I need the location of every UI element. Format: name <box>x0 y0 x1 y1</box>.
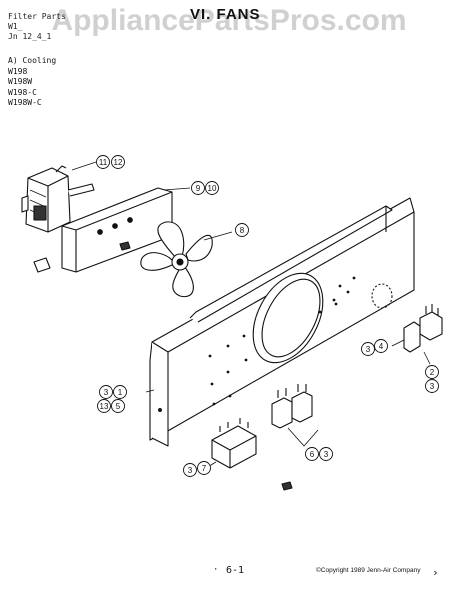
main-panel <box>149 197 415 447</box>
clip-part <box>33 257 51 273</box>
fan-motor <box>21 165 95 233</box>
header-line-2: W1_ <box>8 22 23 31</box>
model-list: A) Cooling W198 W198W W198-C W198W-C <box>8 56 56 109</box>
model-item: W198W-C <box>8 98 42 107</box>
callout-11: 11 <box>99 158 108 167</box>
callout-3: 3 <box>430 382 435 391</box>
callout-10: 10 <box>208 184 217 193</box>
copyright: ©Copyright 1989 Jenn-Air Company <box>316 567 421 574</box>
callout-12: 12 <box>114 158 123 167</box>
callout-5: 5 <box>116 402 121 411</box>
callout-3: 3 <box>104 388 109 397</box>
header-line-3: Jn 12_4_1 <box>8 32 52 41</box>
callout-3: 3 <box>324 450 329 459</box>
screw-part <box>281 481 293 491</box>
corner-mark: › <box>432 566 439 579</box>
callout-4: 4 <box>379 342 384 351</box>
callout-13: 13 <box>100 402 109 411</box>
fan-blade <box>140 221 213 298</box>
relay <box>211 418 257 469</box>
model-item: W198 <box>8 66 28 76</box>
callout-9: 9 <box>196 184 201 193</box>
callout-1: 1 <box>118 388 123 397</box>
callout-3: 3 <box>188 466 193 475</box>
page-title: VI. FANS <box>190 6 261 23</box>
footer-tick: · <box>213 565 219 575</box>
callout-7: 7 <box>202 464 207 473</box>
callout-3: 3 <box>366 345 371 354</box>
nut-part <box>119 241 131 251</box>
page-number: 6-1 <box>226 565 245 576</box>
connector-right <box>403 304 443 353</box>
callout-2: 2 <box>430 368 435 377</box>
header-line-1: Filter Parts <box>8 12 66 21</box>
connector-pair <box>271 384 313 429</box>
model-section: A) Cooling <box>8 56 57 65</box>
callout-8: 8 <box>240 226 245 235</box>
watermark: AppliancePartsPros.com <box>51 4 407 37</box>
model-item: W198W <box>8 77 33 86</box>
model-item: W198-C <box>8 87 37 97</box>
callout-6: 6 <box>310 450 315 459</box>
